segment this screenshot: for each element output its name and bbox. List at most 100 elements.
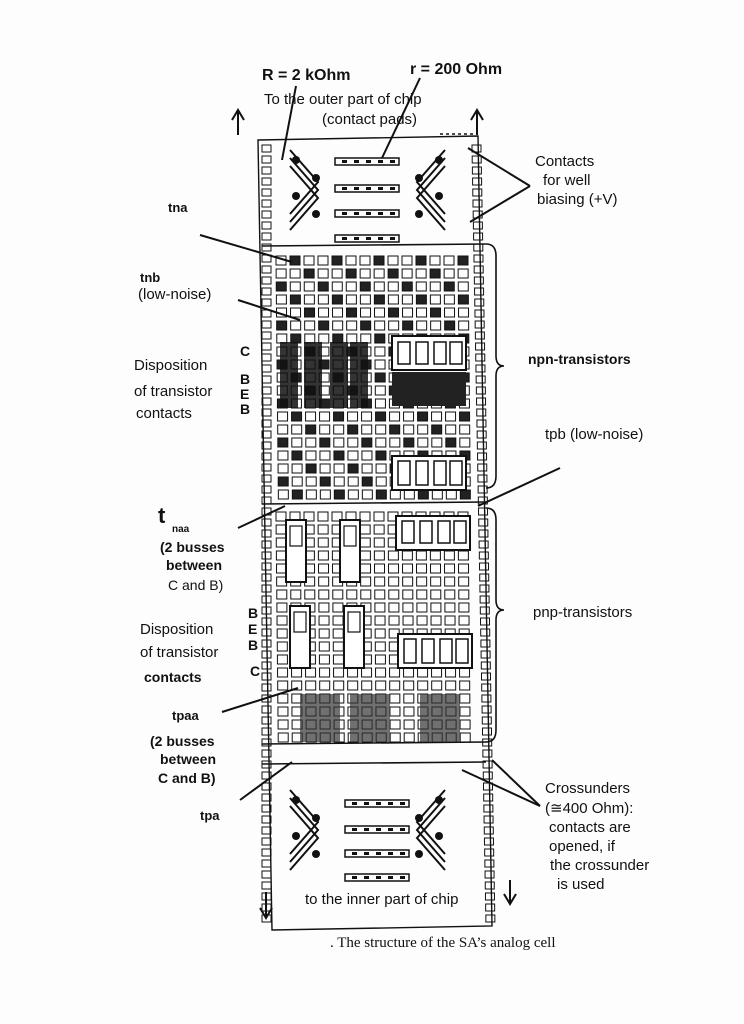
layout-cell xyxy=(415,281,427,292)
disposition-bottom-line1: Disposition xyxy=(140,621,214,638)
contact-dot xyxy=(312,814,320,822)
layout-cell xyxy=(457,294,469,305)
contact-dot xyxy=(292,156,300,164)
npn-right-box xyxy=(391,335,467,371)
layout-cell xyxy=(444,576,456,587)
npn-transistor-block xyxy=(280,342,298,408)
layout-cell xyxy=(275,524,287,535)
resistor-bar-bottom xyxy=(344,825,410,834)
layout-cell xyxy=(305,489,317,500)
layout-cell xyxy=(443,255,455,266)
layout-cell xyxy=(318,307,330,318)
layout-cell xyxy=(458,320,470,331)
pnp-window-top xyxy=(401,520,415,544)
edge-pad-left xyxy=(261,320,272,329)
layout-cell xyxy=(289,255,301,266)
layout-cell xyxy=(375,411,387,422)
resistor-contact-bottom xyxy=(400,802,405,805)
layout-cell xyxy=(319,450,331,461)
layout-cell xyxy=(275,550,287,561)
edge-pad-left xyxy=(261,826,272,835)
layout-cell xyxy=(276,333,288,344)
edge-pad-right xyxy=(481,683,492,692)
layout-cell xyxy=(331,255,343,266)
layout-cell xyxy=(319,437,331,448)
edge-pad-right xyxy=(476,397,487,406)
layout-cell xyxy=(332,333,344,344)
layout-cell xyxy=(374,615,386,626)
edge-pad-right xyxy=(476,441,487,450)
layout-cell xyxy=(388,589,400,600)
edge-pad-left xyxy=(261,815,272,824)
layout-cell xyxy=(333,411,345,422)
layout-cell xyxy=(305,437,317,448)
tpb-contact-window xyxy=(449,460,463,486)
contact-dot xyxy=(292,796,300,804)
edge-pad-left xyxy=(261,287,272,296)
edge-pad-right xyxy=(474,298,485,307)
resistor-contact-bottom xyxy=(376,852,381,855)
layout-cell xyxy=(403,437,415,448)
layout-cell xyxy=(431,424,443,435)
layout-cell xyxy=(374,307,386,318)
layout-cell xyxy=(361,680,373,691)
crossunder-block xyxy=(300,694,340,742)
layout-cell xyxy=(458,602,470,613)
edge-pad-left xyxy=(261,364,272,373)
layout-cell xyxy=(416,576,428,587)
edge-pad-right xyxy=(473,243,484,252)
npn-contact-window xyxy=(397,341,411,365)
layout-cell xyxy=(304,589,316,600)
edge-pad-left xyxy=(261,705,272,714)
pin-letter-B-top1: B xyxy=(240,371,251,387)
layout-cell xyxy=(375,437,387,448)
tnaa-desc-line2: between xyxy=(166,557,223,573)
layout-cell xyxy=(373,524,385,535)
layout-cell xyxy=(318,654,330,665)
layout-cell xyxy=(388,563,400,574)
resistor-bar-bottom xyxy=(344,873,410,882)
disposition-bottom-line3: contacts xyxy=(144,669,202,685)
edge-pad-right xyxy=(481,727,492,736)
layout-cell xyxy=(402,615,414,626)
layout-cell xyxy=(333,424,345,435)
layout-cell xyxy=(416,563,428,574)
crossunder-block xyxy=(350,694,390,742)
layout-cell xyxy=(430,589,442,600)
layout-cell xyxy=(429,294,441,305)
layout-cell xyxy=(430,615,442,626)
layout-cell xyxy=(417,437,429,448)
layout-cell xyxy=(431,411,443,422)
layout-cell xyxy=(305,476,317,487)
edge-pad-right xyxy=(479,573,490,582)
tnaa-t-label: t xyxy=(158,503,166,528)
layout-cell xyxy=(275,537,287,548)
layout-cell xyxy=(277,437,289,448)
npn-right-dark xyxy=(392,372,466,406)
edge-pad-left xyxy=(261,496,272,505)
resistor-contact-bottom xyxy=(376,876,381,879)
layout-cell xyxy=(445,437,457,448)
resistor-contact xyxy=(366,160,371,163)
layout-cell xyxy=(429,268,441,279)
edge-pad-right xyxy=(476,419,487,428)
layout-cell xyxy=(459,719,471,730)
layout-cell xyxy=(389,424,401,435)
layout-cell xyxy=(319,489,331,500)
layout-cell xyxy=(403,411,415,422)
layout-cell xyxy=(416,307,428,318)
edge-pad-left xyxy=(261,375,272,384)
resistor-contact-bottom xyxy=(352,852,357,855)
edge-pad-left xyxy=(261,331,272,340)
edge-pad-right xyxy=(475,353,486,362)
layout-cell xyxy=(431,489,443,500)
layout-cell xyxy=(275,268,287,279)
layout-cell xyxy=(415,294,427,305)
edge-pad-right xyxy=(471,166,482,175)
edge-pad-left xyxy=(261,837,272,846)
layout-cell xyxy=(332,602,344,613)
layout-cell xyxy=(347,450,359,461)
edge-pad-left xyxy=(261,628,272,637)
edge-pad-right xyxy=(481,672,492,681)
